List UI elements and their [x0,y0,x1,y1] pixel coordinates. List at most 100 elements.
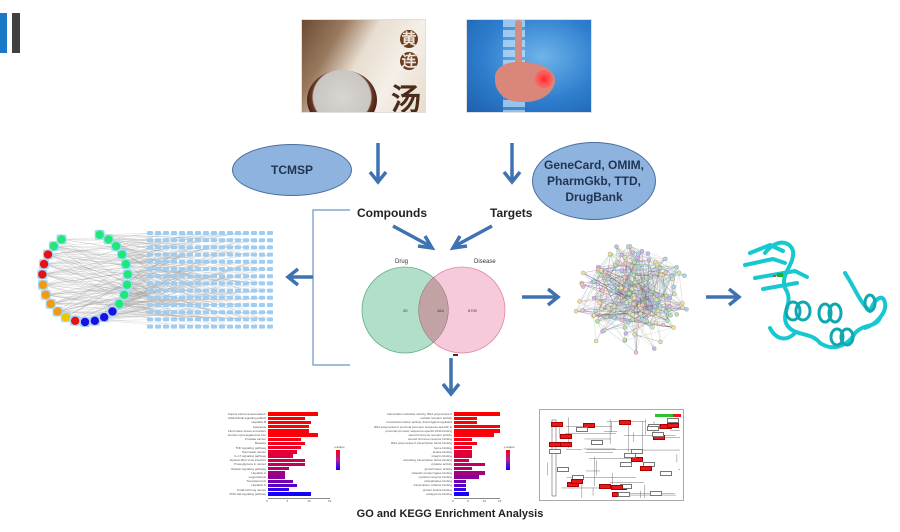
target-node [195,231,201,235]
p-adjust-legend [336,450,340,470]
ppi-node [635,252,641,257]
ppi-node [605,276,611,282]
kegg-gene-box [667,418,680,424]
kegg-gene-box [548,449,561,455]
compound-node [53,307,62,316]
bar-term-label: activating transcription factor binding [403,458,452,463]
bar-term-label: Hepatitis C [251,483,266,488]
target-node [195,310,201,315]
target-node [243,238,249,243]
ppi-node [623,287,628,292]
bar-term-label: steroid hormone receptor binding [407,437,452,442]
ppi-node [614,244,619,249]
venn-value-intersection: 164 [437,308,444,313]
ppi-node [598,268,604,273]
enrichment-bar [268,471,285,475]
target-node [227,288,233,293]
venn-value-drug-only: 20 [403,308,408,313]
target-node [203,281,209,286]
ppi-node [607,251,613,257]
target-node [259,295,265,300]
ppi-node [658,339,663,345]
target-node [163,267,169,271]
target-node [267,324,273,329]
ppi-node [655,309,661,314]
target-node [259,310,265,315]
bar-term-label: AGE-RAGE signaling pathway in diabetic c… [228,416,266,421]
ppi-node [595,319,600,324]
kegg-gene-highlighted [550,422,563,428]
target-node [251,267,257,271]
ppi-node [622,275,627,280]
ppi-node [611,304,617,309]
target-node [147,288,153,293]
ppi-node [619,280,625,285]
target-node [219,324,225,329]
protein-helices [784,293,877,347]
target-node [243,245,249,250]
target-node [211,288,217,293]
bar-term-label: Relaxin signaling pathway [231,466,266,471]
target-node [243,281,249,286]
kegg-gene-highlighted [640,466,653,472]
enrichment-bar [268,467,289,471]
target-node [211,245,217,250]
target-node [235,245,241,250]
ppi-node [626,320,631,325]
target-node [147,238,153,243]
target-node [195,267,201,271]
target-node [251,303,257,307]
ppi-node [619,285,624,291]
target-node [147,310,153,315]
venn-label-disease: Disease [474,259,496,265]
target-node [171,245,177,250]
enrichment-bar [454,437,473,441]
ppi-node [632,280,638,285]
target-node [227,303,233,307]
target-node [227,259,233,264]
target-node [179,274,185,279]
ppi-node [577,299,582,304]
bar-term-label: Toxoplasmosis [246,479,266,484]
target-node [219,238,225,243]
arrow-venn-to-enrichment [441,358,461,397]
ppi-network [573,244,689,355]
target-node [243,310,249,315]
bar-term-label: protein kinase binding [422,487,452,492]
ppi-node [615,308,620,313]
target-node [179,281,185,286]
target-node [147,231,153,235]
enrichment-bar [268,479,293,483]
target-node [267,303,273,307]
bar-term-label: RNA polymerase II proximal promoter sequ… [374,424,452,429]
target-node [219,317,225,322]
p-adjust-legend [506,450,510,470]
ppi-node [591,279,597,284]
ppi-node [599,306,604,312]
x-tick-label: 0 [266,499,268,503]
enrichment-bar [454,420,477,425]
target-node [251,252,257,257]
target-node [267,317,273,322]
tcmsp-database-node: TCMSP [232,144,352,196]
kegg-gene-highlighted [559,441,572,447]
ppi-node [650,325,655,330]
compound-node [108,307,117,316]
target-node [179,267,185,271]
target-node [243,324,249,329]
arrow-compounds-to-venn [392,224,436,251]
bar-term-label: ubiquitin protein ligase binding [411,470,452,475]
kegg-gene-box [556,467,569,473]
arrow-stomach-down [502,143,522,185]
ppi-node [630,317,635,322]
target-node [235,295,241,300]
ppi-node [623,331,629,336]
target-node [227,310,233,315]
target-node [203,288,209,293]
target-node [179,245,185,250]
ppi-node [667,304,672,309]
bar-term-label: Epstein-Barr virus infection [230,458,266,463]
docking-structure [743,240,888,350]
ppi-node [593,308,598,313]
ppi-node [682,273,687,278]
